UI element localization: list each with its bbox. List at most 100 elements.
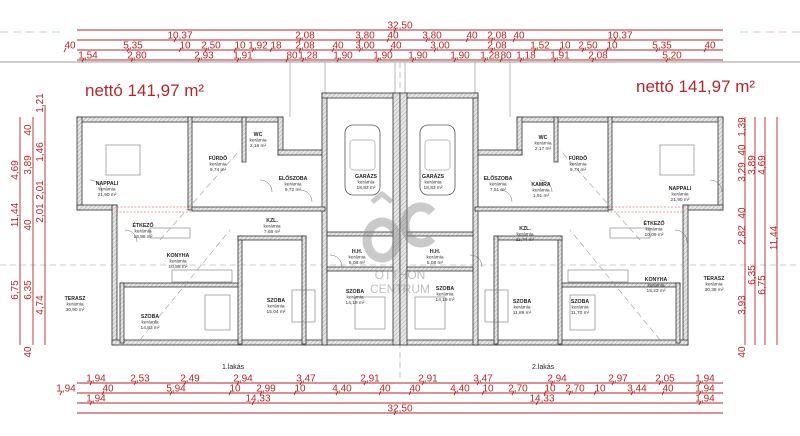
room-material: kerámia	[516, 232, 533, 238]
dimension-tick	[568, 390, 572, 396]
dimension-label: 40	[737, 144, 748, 156]
wall	[682, 204, 689, 346]
watermark-line1: OTTHON	[375, 268, 426, 282]
slope-line	[559, 149, 641, 241]
dimension-label: 3,44	[627, 384, 647, 395]
opening-marker	[116, 206, 193, 213]
bed-icon	[354, 296, 386, 330]
dimension-tick	[490, 47, 494, 53]
dimension-label: 40	[387, 31, 399, 42]
room-name: FÜRDŐ	[569, 155, 587, 162]
wall	[717, 116, 724, 211]
dimension-tick	[425, 37, 429, 43]
dimension-tick	[298, 37, 302, 43]
dimension-label: 2,91	[418, 374, 438, 385]
dimension-tick	[293, 390, 297, 396]
dimension-tick	[228, 390, 232, 396]
room-material: kerámia	[436, 292, 453, 298]
dimension-label: 40	[64, 41, 76, 52]
dimension-label: 2,94	[547, 374, 567, 385]
room-name: ÉTKEZŐ	[643, 219, 664, 227]
dimension-tick	[301, 57, 305, 63]
dimension-tick	[389, 47, 393, 53]
car-icon	[344, 124, 381, 196]
dimension-label: 5,20	[662, 51, 682, 62]
net-area-left: nettó 141,97 m²	[85, 81, 204, 100]
wall	[404, 339, 689, 346]
room-name: TERASZ	[65, 296, 87, 302]
room-name: SZOBA	[141, 314, 159, 320]
room-material: kerámia	[357, 180, 374, 186]
dimension-label: 10	[234, 41, 246, 52]
dimension-label: 2,08	[295, 41, 315, 52]
room-material: kerámia	[263, 224, 280, 230]
dimension-label: 10	[294, 384, 306, 395]
dimension-tick	[386, 37, 390, 43]
car-icon	[419, 124, 456, 196]
door-swing	[124, 229, 138, 243]
room-name: WC	[539, 135, 548, 141]
wall	[675, 282, 681, 344]
room-name: WC	[254, 132, 263, 138]
room-material: kerámia	[284, 182, 301, 188]
room-material: kerámia	[571, 305, 588, 311]
room-name: NAPPALI	[96, 181, 119, 187]
dimension-label: 2,80	[127, 51, 147, 62]
dimension-tick	[358, 47, 362, 53]
dimension-tick	[335, 390, 339, 396]
dimension-tick	[698, 400, 702, 406]
dimension-label: 10	[606, 41, 618, 52]
dimension-label: 1,90	[450, 51, 470, 62]
wall	[321, 92, 328, 346]
wall	[557, 235, 563, 345]
dimension-label: 1,28	[480, 51, 500, 62]
dimension-label: 4,69	[10, 160, 21, 180]
dimension-tick	[465, 37, 469, 43]
dimension-label: 1,21	[35, 93, 46, 113]
walls	[76, 92, 724, 346]
door-swing	[499, 189, 513, 203]
wall	[76, 116, 83, 211]
dimension-label: 4,74	[35, 295, 46, 315]
dimension-tick	[630, 390, 634, 396]
dimension-tick	[558, 47, 562, 53]
dining-table-icon	[149, 227, 191, 239]
dimension-label: 6,35	[747, 265, 758, 285]
dimension-tick	[581, 47, 585, 53]
wall	[406, 266, 474, 272]
sofa-icon	[105, 144, 141, 176]
dimension-tick	[533, 47, 537, 53]
room-material: kerámia	[705, 282, 722, 288]
room-name: FÜRDŐ	[209, 155, 227, 162]
net-area-right: nettó 141,97 m²	[636, 77, 755, 96]
dimension-label: 10	[594, 384, 606, 395]
room-area: 9,74 m²	[570, 167, 587, 173]
dimension-label: 2,50	[578, 41, 598, 52]
room-area: 5,08 m²	[349, 260, 366, 266]
room-area: 11,70 m²	[571, 310, 590, 316]
wall	[76, 116, 284, 123]
room-name: KZL.	[519, 226, 531, 232]
wall	[119, 282, 243, 288]
bed-icon	[414, 296, 446, 330]
room-material: kerámia	[249, 138, 266, 144]
dimension-label: 5,94	[166, 384, 186, 395]
room-area: 2,16 m²	[250, 143, 267, 149]
room-area: 21,90 m²	[671, 197, 690, 203]
dimension-label: 3,00	[355, 41, 375, 52]
dimension-label: 11,44	[769, 225, 780, 250]
dimension-tick	[89, 380, 93, 386]
room-material: kerámia	[671, 192, 688, 198]
dimension-label: 2,05	[655, 374, 675, 385]
dimension-label: 5,35	[652, 41, 672, 52]
bed-icon	[291, 289, 316, 323]
dimension-label: 32,50	[387, 21, 412, 32]
door-swing	[259, 179, 273, 193]
door-swing	[674, 229, 688, 243]
dimension-label: 40	[704, 41, 716, 52]
